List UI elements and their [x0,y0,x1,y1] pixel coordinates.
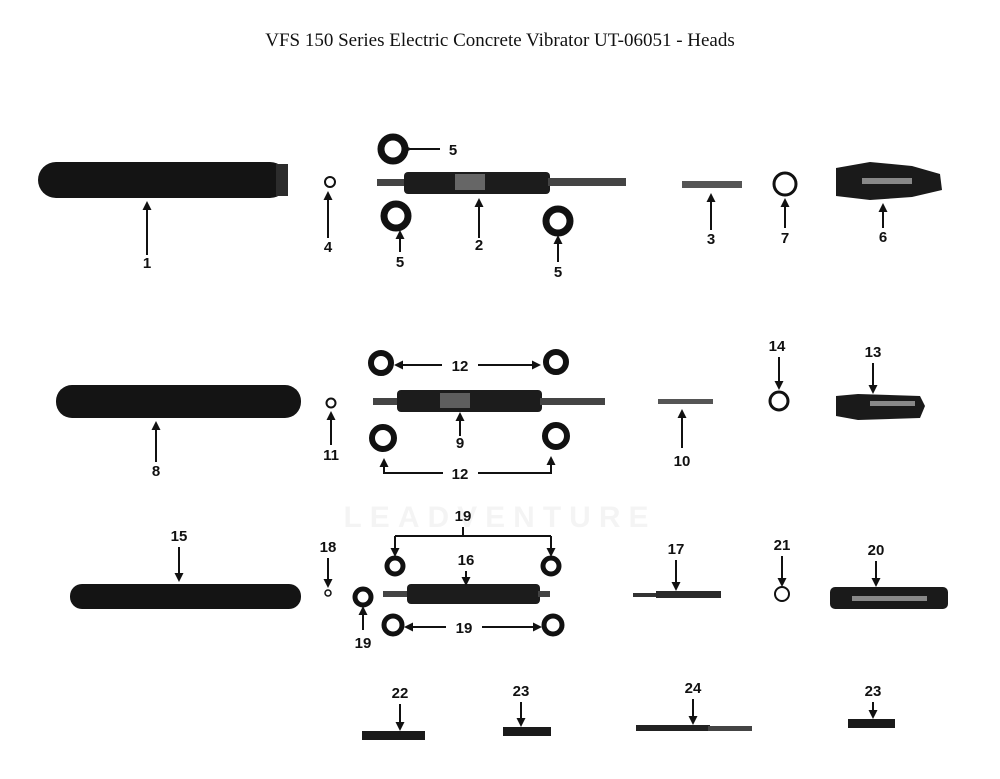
part-1-head-tube [38,162,288,198]
label-5-left: 5 [396,254,404,271]
label-19-top: 19 [455,508,472,525]
part-17-shaft [633,591,721,598]
part-5-bearing-top [377,133,409,165]
part-7-o-ring [772,171,798,197]
diagram-title: VFS 150 Series Electric Concrete Vibrato… [265,30,735,51]
label-1: 1 [143,255,151,272]
part-19-bearing-top-left [384,555,406,577]
part-23-shaft-a [503,727,551,736]
part-19-bearing-top-right [540,555,562,577]
label-6: 6 [879,229,887,246]
part-3-pin [682,181,742,188]
label-10: 10 [674,453,691,470]
label-5-right: 5 [554,264,562,281]
watermark: LEADVENTURE [343,501,656,534]
part-23-shaft-b [848,719,895,728]
part-19-bearing-left [352,586,374,608]
label-7: 7 [781,230,789,247]
label-19-bottom: 19 [456,620,473,637]
label-23b: 23 [865,683,882,700]
part-9-rotor-shaft [373,390,605,412]
label-12-top: 12 [452,358,469,375]
label-16: 16 [458,552,475,569]
label-21: 21 [774,537,791,554]
label-17: 17 [668,541,685,558]
part-24-shaft [636,725,752,731]
part-13-head-end-cap [836,394,925,420]
part-2-rotor-shaft [377,172,626,194]
part-4-retaining-ring [324,176,336,188]
part-22-shaft [362,731,425,740]
part-12-bearing-bottom-left [369,424,397,452]
part-5-bearing-right [542,205,574,237]
label-23a: 23 [513,683,530,700]
label-12-bottom: 12 [452,466,469,483]
part-16-rotor-shaft [383,584,550,604]
label-22: 22 [392,685,409,702]
label-14: 14 [769,338,786,355]
part-11-retaining-ring [325,397,337,409]
part-19-bearing-bottom-right [541,613,565,637]
label-11: 11 [323,447,339,464]
part-15-head-tube [70,584,301,609]
label-19-left: 19 [355,635,372,652]
label-15: 15 [171,528,188,545]
part-18-retaining-ring [324,589,332,597]
label-24: 24 [685,680,702,697]
part-19-bearing-bottom-left [381,613,405,637]
label-8: 8 [152,463,160,480]
part-20-head-end-cap [830,587,948,609]
label-3: 3 [707,231,715,248]
part-21-o-ring [774,586,790,602]
part-8-head-tube [56,385,301,418]
part-14-o-ring [768,390,790,412]
label-2: 2 [475,237,483,254]
label-18: 18 [320,539,337,556]
part-6-head-end-cap [836,162,942,200]
part-12-bearing-top-right [543,349,569,375]
label-9: 9 [456,435,464,452]
part-12-bearing-top-left [368,350,394,376]
part-10-pin [658,399,713,404]
part-12-bearing-bottom-right [542,422,570,450]
label-4: 4 [324,239,333,256]
label-5-top: 5 [449,142,457,159]
label-20: 20 [868,542,885,559]
part-5-bearing-left [380,200,412,232]
label-13: 13 [865,344,882,361]
